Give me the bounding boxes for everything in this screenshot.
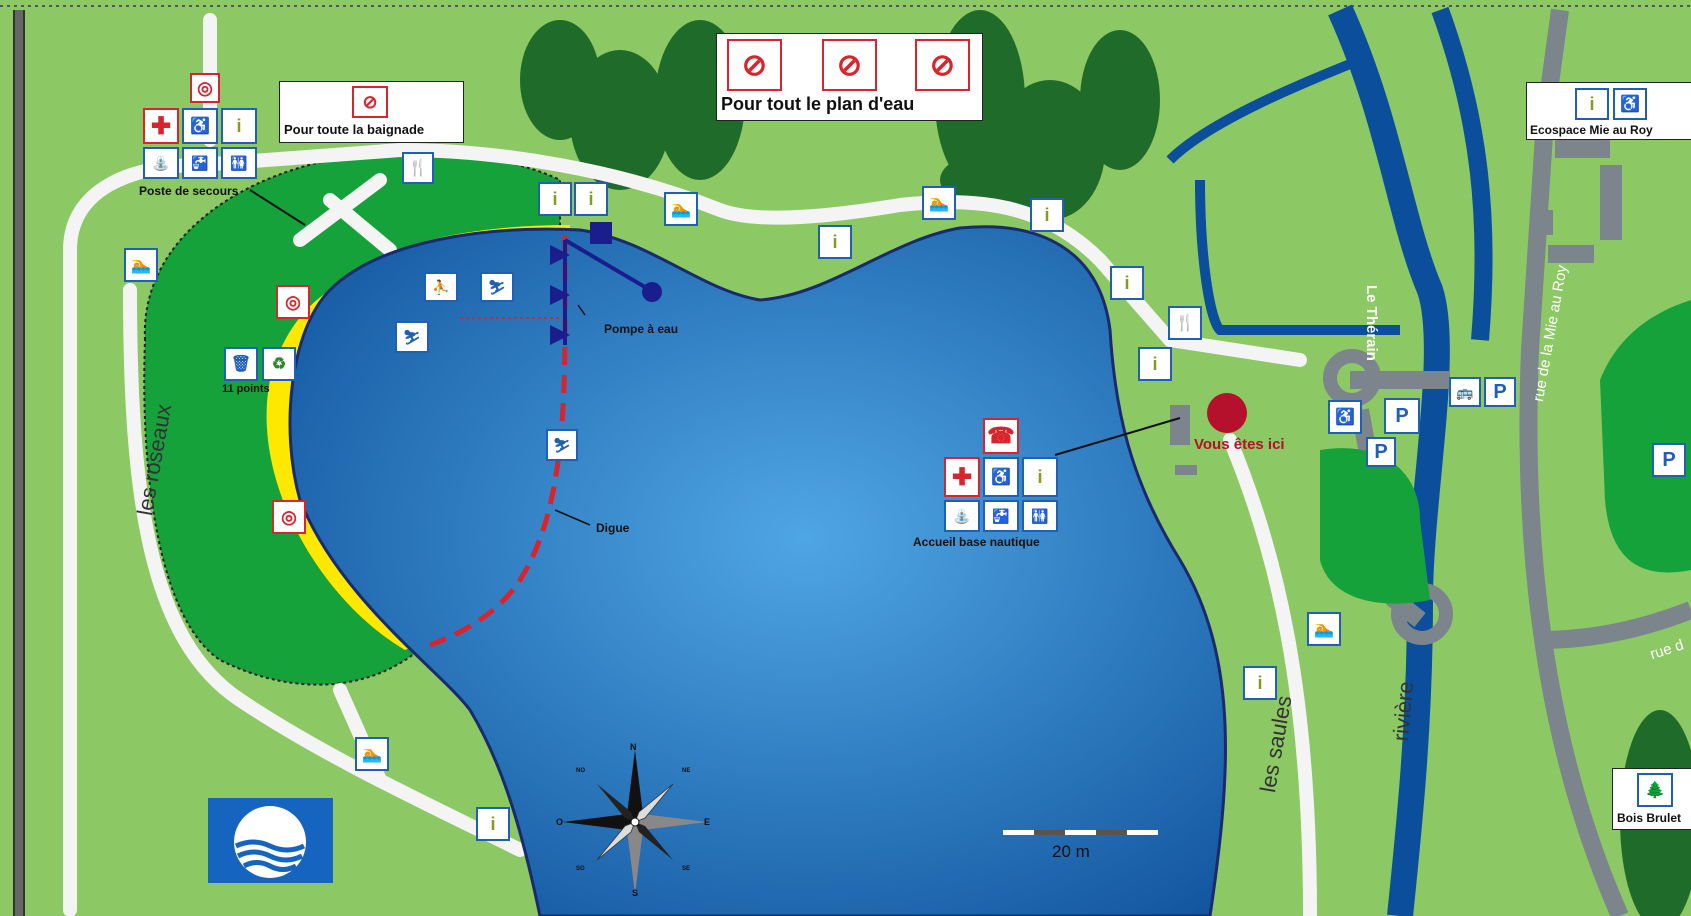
compass-n: N bbox=[630, 742, 637, 752]
compass-e: E bbox=[704, 817, 711, 827]
compass-se: SE bbox=[682, 866, 691, 872]
you-are-here-label: Vous êtes ici bbox=[1194, 436, 1285, 453]
info-icon-7: i bbox=[476, 807, 510, 841]
info-icon-3: i bbox=[818, 225, 852, 259]
no-swim-dike-icon: ⛷ bbox=[546, 429, 578, 461]
no-dogs-icon: ⊘ bbox=[727, 39, 782, 91]
compass-so: SO bbox=[576, 866, 585, 872]
river bbox=[1166, 4, 1493, 916]
bathing-rules-title: Pour toute la baignade bbox=[284, 122, 425, 137]
accueil-label: Accueil base nautique bbox=[913, 535, 1040, 549]
compass-ne: NE bbox=[682, 768, 691, 774]
riviere-label: rivière bbox=[1388, 680, 1419, 743]
bathing-zone bbox=[143, 151, 561, 686]
poste-info-icon: i bbox=[221, 108, 257, 144]
lifebuoy-icon-3: ◎ bbox=[272, 500, 306, 534]
digue-label: Digue bbox=[596, 521, 630, 535]
bois-brulet-title: Bois Brulet bbox=[1617, 811, 1682, 825]
swimmer-icon-3: 🏊 bbox=[124, 248, 158, 282]
le-therain-label: Le Thérain bbox=[1363, 285, 1380, 361]
swimmer-icon-2: 🏊 bbox=[922, 186, 956, 220]
first-aid-icon: ✚ bbox=[143, 108, 179, 144]
info-icon-4: i bbox=[1030, 198, 1064, 232]
restaurant-icon-2: 🍴 bbox=[1168, 306, 1202, 340]
lake-rules-title: Pour tout le plan d'eau bbox=[721, 94, 915, 114]
info-icon-2: i bbox=[574, 182, 608, 216]
lake-rules-panel: ⊘ ⊘ ⊘ Pour tout le plan d'eau bbox=[716, 33, 983, 121]
swimmer-icon-5: 🏊 bbox=[1307, 612, 1341, 646]
water-pump bbox=[550, 222, 662, 345]
no-cars-icon: ⊘ bbox=[915, 39, 970, 91]
accueil-first-aid-icon: ✚ bbox=[944, 457, 980, 497]
depth-icon: ⛷ bbox=[395, 321, 429, 353]
poste-secours-label: Poste de secours bbox=[139, 184, 239, 198]
leader-line bbox=[1054, 417, 1181, 456]
accueil-info-icon: i bbox=[1022, 457, 1058, 497]
compass-no: NO bbox=[576, 768, 585, 774]
info-icon-6: i bbox=[1138, 347, 1172, 381]
recycle-icon: ♻ bbox=[262, 347, 296, 381]
lake bbox=[288, 225, 1227, 916]
ecospace-panel: i ♿ Ecospace Mie au Roy bbox=[1526, 82, 1691, 140]
lifebuoy-icon-2: ◎ bbox=[276, 285, 310, 319]
swimmer-icon-1: 🏊 bbox=[664, 192, 698, 226]
blue-flag-logo bbox=[208, 798, 333, 883]
forest-icon: 🌲 bbox=[1637, 773, 1673, 807]
parking-icon-2: P bbox=[1484, 377, 1516, 407]
accueil-tap-icon: 🚰 bbox=[983, 500, 1019, 532]
accessible-parking-icon: ♿ bbox=[1328, 400, 1362, 434]
info-icon-5: i bbox=[1110, 266, 1144, 300]
railway bbox=[13, 10, 25, 916]
no-dogs-bathing-icon: ⊘ bbox=[352, 86, 388, 118]
scale-bar bbox=[1003, 830, 1158, 835]
toilets-icon: 🚻 bbox=[221, 147, 257, 179]
leader-line-4 bbox=[554, 509, 591, 526]
green-area bbox=[1320, 448, 1430, 604]
accueil-shower-icon: ⛲ bbox=[944, 500, 980, 532]
slide-icon: ⛷ bbox=[480, 272, 514, 302]
shower-icon: ⛲ bbox=[143, 147, 179, 179]
you-are-here-marker bbox=[1207, 393, 1247, 433]
bathing-rules-panel: ⊘ Pour toute la baignade bbox=[279, 81, 464, 143]
buildings bbox=[1170, 140, 1622, 475]
pompe-label: Pompe à eau bbox=[604, 322, 679, 336]
compass-o: O bbox=[556, 817, 564, 827]
no-camping-icon: ⊘ bbox=[822, 39, 877, 91]
info-icon-8: i bbox=[1243, 666, 1277, 700]
phone-icon: ☎ bbox=[983, 418, 1019, 454]
forest bbox=[520, 10, 1691, 916]
ecospace-info-icon: i bbox=[1575, 88, 1609, 120]
ecospace-accessible-icon: ♿ bbox=[1613, 88, 1647, 120]
diving-icon: ⛹ bbox=[424, 272, 458, 302]
compass-rose bbox=[563, 750, 707, 894]
trash-icon: 🗑 bbox=[224, 347, 258, 381]
tap-icon: 🚰 bbox=[182, 147, 218, 179]
compass-s: S bbox=[632, 888, 639, 898]
green-area-2 bbox=[1600, 300, 1691, 573]
lifebuoy-icon: ◎ bbox=[190, 73, 220, 103]
accessible-wc-icon: ♿ bbox=[182, 108, 218, 144]
bus-icon: 🚌 bbox=[1449, 377, 1481, 407]
accueil-toilets-icon: 🚻 bbox=[1022, 500, 1058, 532]
scale-label: 20 m bbox=[1052, 842, 1090, 861]
info-icon-1: i bbox=[538, 182, 572, 216]
parking-accessible-icon: P bbox=[1384, 398, 1420, 434]
points-label: 11 points bbox=[222, 383, 270, 395]
restaurant-icon: 🍴 bbox=[402, 152, 434, 184]
parking-icon-1: P bbox=[1366, 437, 1396, 467]
bois-brulet-panel: 🌲 Bois Brulet bbox=[1612, 768, 1691, 830]
leader-line-3 bbox=[577, 304, 586, 316]
leader-line-2 bbox=[249, 189, 306, 226]
ecospace-title: Ecospace Mie au Roy bbox=[1530, 123, 1653, 137]
swimmer-icon-4: 🏊 bbox=[355, 737, 389, 771]
parking-icon-3: P bbox=[1652, 443, 1686, 477]
accueil-accessible-icon: ♿ bbox=[983, 457, 1019, 497]
